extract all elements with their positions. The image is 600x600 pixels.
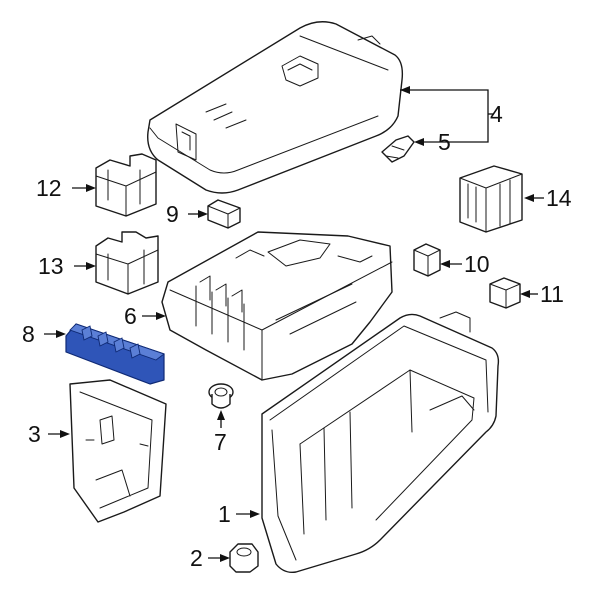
part-12-relay-holder[interactable] — [95, 153, 157, 217]
callout-5: 5 — [438, 129, 451, 155]
callout-labels: 4 5 12 9 14 13 10 11 6 8 3 7 1 2 — [22, 101, 572, 571]
leader-lines — [44, 86, 544, 562]
part-8-highlighted-strip[interactable] — [65, 323, 165, 385]
callout-7: 7 — [214, 429, 227, 455]
callout-1: 1 — [218, 501, 231, 527]
part-4-cover[interactable] — [147, 21, 404, 194]
callout-14: 14 — [546, 185, 572, 211]
callout-12: 12 — [36, 175, 62, 201]
callout-8: 8 — [22, 321, 35, 347]
callout-13: 13 — [38, 253, 64, 279]
part-1-lower-housing[interactable] — [261, 311, 500, 574]
part-10-fuse[interactable] — [413, 243, 441, 277]
callout-4: 4 — [490, 101, 503, 127]
callout-2: 2 — [190, 545, 203, 571]
callout-9: 9 — [166, 201, 179, 227]
part-2-nut[interactable] — [229, 543, 259, 573]
part-14-relay-block[interactable] — [459, 165, 523, 233]
callout-10: 10 — [464, 251, 490, 277]
part-9-mini-fuse[interactable] — [207, 199, 241, 229]
part-7-grommet[interactable] — [208, 383, 234, 409]
callout-6: 6 — [124, 303, 137, 329]
part-6-carrier[interactable] — [161, 231, 393, 381]
part-11-relay[interactable] — [489, 277, 521, 309]
callout-3: 3 — [28, 421, 41, 447]
part-13-relay-holder[interactable] — [95, 231, 159, 295]
callout-11: 11 — [540, 281, 564, 307]
part-5-clip[interactable] — [381, 135, 415, 163]
part-3-bracket[interactable] — [69, 379, 167, 523]
